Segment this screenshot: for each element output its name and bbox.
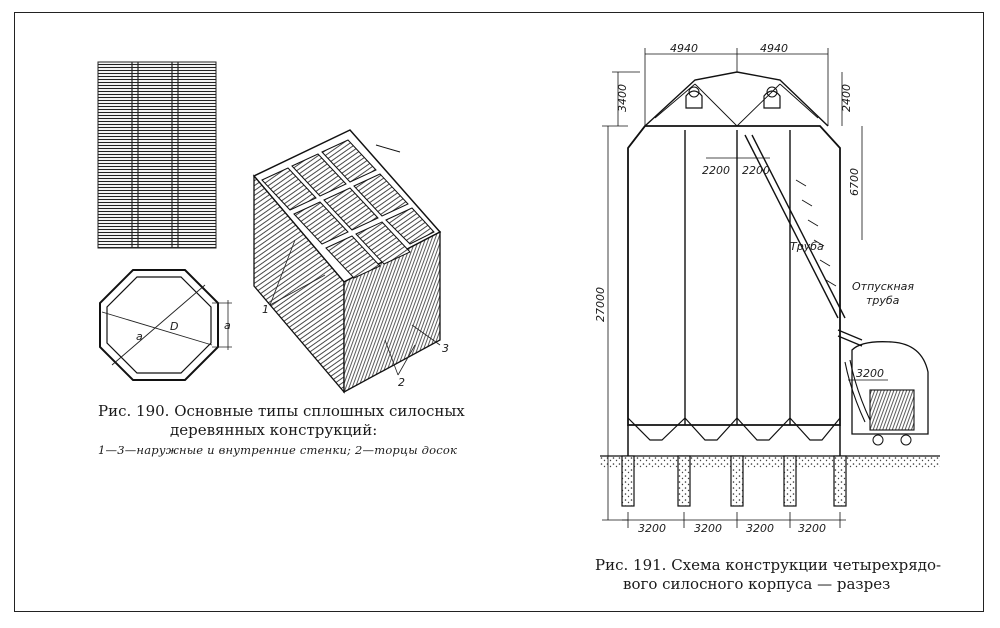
fig191-caption-line1: Рис. 191. Схема конструкции четырехрядо- <box>595 556 942 574</box>
octagon-label-D: D <box>170 320 178 333</box>
silo-section <box>600 48 940 528</box>
fig190-caption-line1: Рис. 190. Основные типы сплошных силосны… <box>98 402 465 420</box>
octagon-plan: a a D <box>99 269 232 381</box>
dim-roof-right: 2400 <box>840 84 853 112</box>
dim-height: 27000 <box>594 287 607 322</box>
callout-1: 1 <box>262 303 269 316</box>
label-pipe: Труба <box>790 240 824 253</box>
fig190-caption: Рис. 190. Основные типы сплошных силосны… <box>98 402 488 457</box>
label-outlet-1: Отпускная <box>852 280 914 293</box>
fig191-caption: Рис. 191. Схема конструкции четырехрядо-… <box>595 556 955 594</box>
fig190-caption-line2: деревянных конструкций: <box>170 420 378 439</box>
plank-wall-elevation <box>97 61 217 249</box>
figure-border <box>14 12 984 612</box>
dim-inner-right: 2200 <box>742 164 770 177</box>
dim-top-left: 4940 <box>670 42 698 55</box>
dim-wagon: 3200 <box>856 367 884 380</box>
dim-upper-right: 6700 <box>848 168 861 196</box>
octagon-label-a2: a <box>136 330 143 343</box>
isometric-silo-box: 1 2 3 <box>252 129 449 394</box>
dim-bottom-4: 3200 <box>798 522 826 535</box>
dim-top-right: 4940 <box>760 42 788 55</box>
dim-inner-left: 2200 <box>702 164 730 177</box>
label-outlet-2: труба <box>866 294 900 307</box>
dim-bottom-1: 3200 <box>638 522 666 535</box>
dim-bottom-2: 3200 <box>694 522 722 535</box>
fig191-caption-line2: вого силосного корпуса — разрез <box>623 574 891 593</box>
dim-roof-left: 3400 <box>616 84 629 112</box>
callout-2: 2 <box>398 376 405 389</box>
fig190-legend: 1—3—наружные и внутренние стенки; 2—торц… <box>98 442 458 457</box>
callout-3: 3 <box>442 342 449 355</box>
dim-bottom-3: 3200 <box>746 522 774 535</box>
octagon-label-a1: a <box>224 319 231 332</box>
